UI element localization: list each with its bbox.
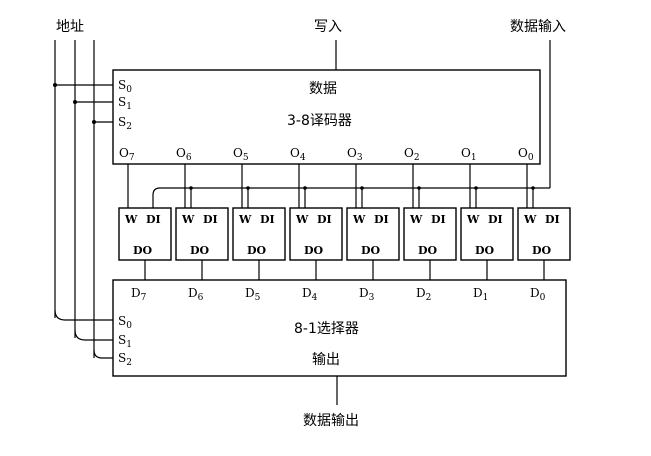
memory-cell	[175, 207, 229, 261]
decoder-output-label: O1	[461, 146, 477, 163]
junction-dot	[73, 100, 77, 104]
cell-di-label: DI	[488, 213, 503, 226]
decoder-output-label: O3	[347, 146, 363, 163]
cell-write-label: W	[295, 213, 309, 226]
decoder-select-label: S1	[118, 95, 132, 112]
cell-di-label: DI	[374, 213, 389, 226]
cell-di-label: DI	[431, 213, 446, 226]
data-input-label: 数据输入	[510, 19, 566, 35]
mux-input-label: D0	[530, 286, 546, 303]
mux-input-label: D3	[359, 286, 375, 303]
mux-input-label: D4	[302, 286, 318, 303]
data-output-label: 数据输出	[303, 413, 359, 429]
mux-select-label: S0	[118, 314, 132, 331]
cell-write-label: W	[409, 213, 423, 226]
write-label: 写入	[314, 19, 342, 35]
junction-dot	[246, 186, 250, 190]
cell-do-label: DO	[361, 244, 381, 257]
cell-do-label: DO	[190, 244, 210, 257]
mux-input-label: D1	[473, 286, 488, 303]
address-label: 地址	[56, 19, 84, 35]
cell-do-label: DO	[418, 244, 438, 257]
address-mux-s2	[93, 349, 113, 359]
cell-do-label: DO	[475, 244, 495, 257]
decoder-output-label: O4	[290, 146, 306, 163]
memory-cell	[517, 207, 571, 261]
junction-dot	[360, 186, 364, 190]
junction-dot	[474, 186, 478, 190]
data-input-bus	[152, 187, 550, 208]
cell-di-label: DI	[203, 213, 218, 226]
mux-input-label: D6	[188, 286, 204, 303]
junction-dot	[303, 186, 307, 190]
mux-output-label: 输出	[312, 352, 340, 368]
junction-dot	[531, 186, 535, 190]
junction-dot	[417, 186, 421, 190]
cell-write-label: W	[181, 213, 195, 226]
decoder-box	[112, 69, 541, 165]
mux-select-label: S2	[118, 351, 132, 368]
cell-do-label: DO	[247, 244, 267, 257]
junction-dot	[92, 120, 96, 124]
cell-write-label: W	[466, 213, 480, 226]
decoder-output-label: O5	[233, 146, 249, 163]
cell-do-label: DO	[532, 244, 552, 257]
memory-cell	[289, 207, 343, 261]
cell-write-label: W	[238, 213, 252, 226]
cell-di-label: DI	[317, 213, 332, 226]
junction-dot	[53, 83, 57, 87]
cell-di-label: DI	[545, 213, 560, 226]
cell-write-label: W	[124, 213, 138, 226]
cell-write-label: W	[352, 213, 366, 226]
decoder-title: 数据	[309, 81, 337, 97]
mux-name: 8-1选择器	[294, 321, 359, 337]
address-mux-s1	[74, 329, 113, 341]
decoder-output-label: O0	[518, 146, 534, 163]
mux-input-label: D5	[245, 286, 261, 303]
cell-di-label: DI	[146, 213, 161, 226]
junction-dot	[189, 186, 193, 190]
mux-input-label: D2	[416, 286, 431, 303]
memory-cell	[346, 207, 400, 261]
cell-write-label: W	[523, 213, 537, 226]
decoder-output-label: O2	[404, 146, 420, 163]
decoder-output-label: O6	[176, 146, 192, 163]
cell-do-label: DO	[304, 244, 324, 257]
decoder-output-label: O7	[119, 146, 135, 163]
mux-box	[112, 279, 567, 377]
decoder-name: 3-8译码器	[287, 113, 352, 129]
decoder-select-label: S0	[118, 78, 132, 95]
cell-do-label: DO	[133, 244, 153, 257]
mux-input-label: D7	[131, 286, 147, 303]
memory-cell	[232, 207, 286, 261]
decoder-select-label: S2	[118, 115, 132, 132]
cell-di-label: DI	[260, 213, 275, 226]
address-mux-s0	[54, 309, 113, 321]
memory-cell	[403, 207, 457, 261]
mux-select-label: S1	[118, 333, 132, 350]
